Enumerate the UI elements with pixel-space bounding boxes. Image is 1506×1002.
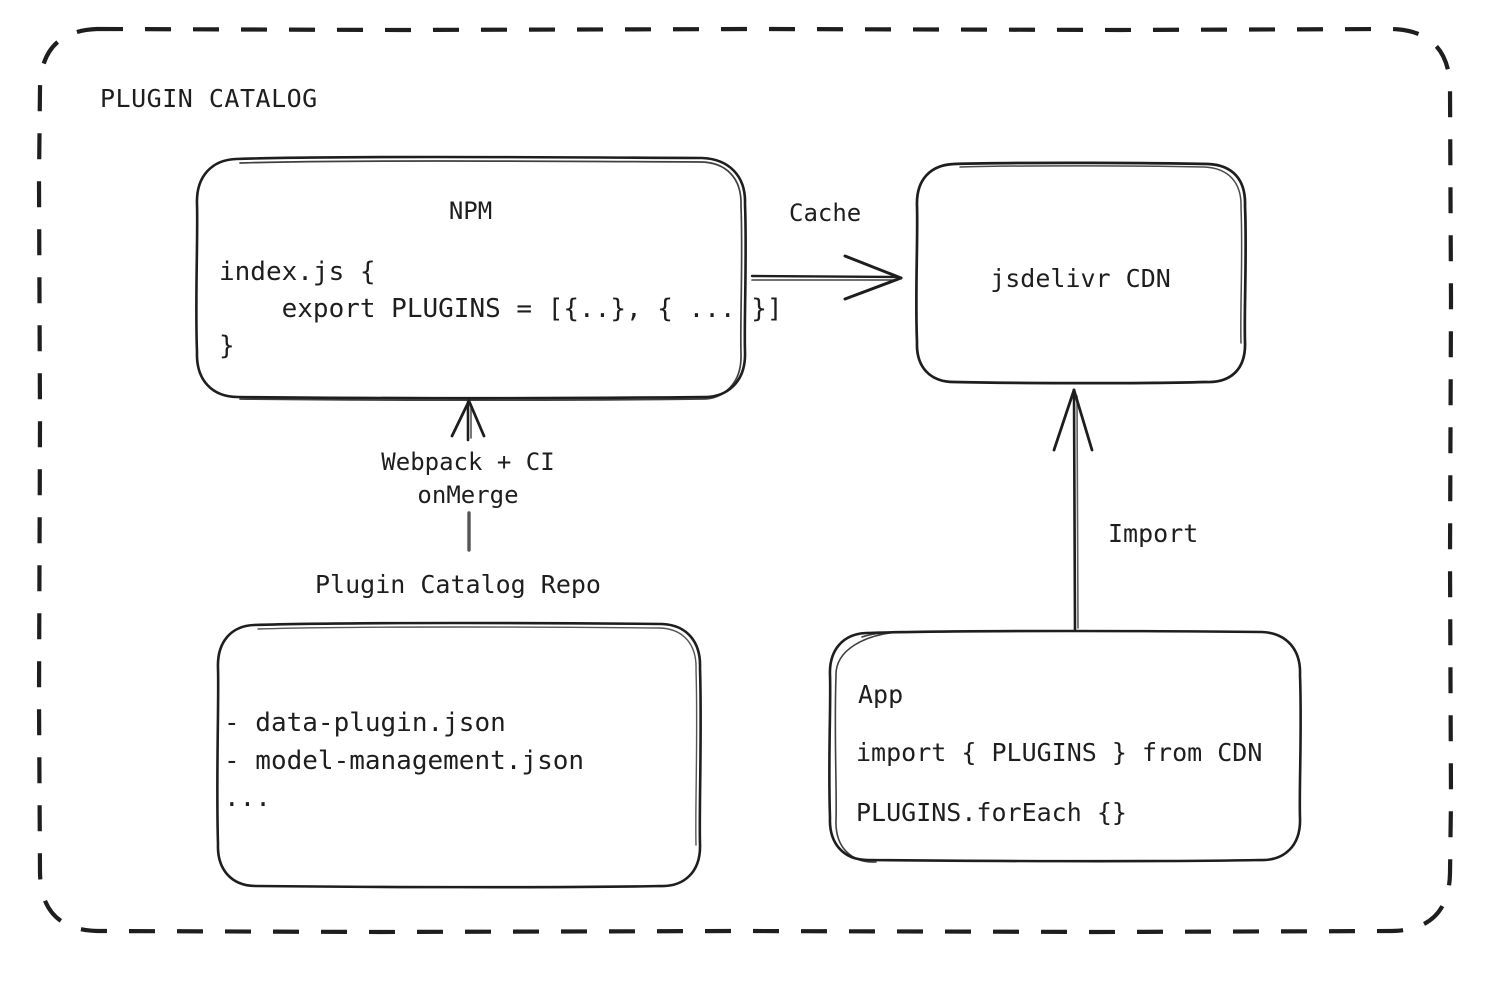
app-node[interactable]	[828, 632, 1300, 860]
edge-label-webpack-onmerge: Webpack + CI onMerge	[381, 448, 555, 509]
npm-node[interactable]	[196, 158, 745, 398]
app-node-foreach-statement: PLUGINS.forEach {}	[856, 798, 1127, 827]
npm-node-title: NPM	[448, 197, 493, 225]
app-node-import-statement: import { PLUGINS } from CDN	[856, 738, 1263, 767]
edge-label-cache: Cache	[789, 199, 862, 227]
cdn-node-title: jsdelivr CDN	[990, 264, 1171, 293]
edge-app-to-cdn	[1052, 388, 1094, 632]
npm-node-code: index.js { export PLUGINS = [{..}, { ...…	[219, 257, 783, 361]
cdn-node[interactable]	[916, 163, 1245, 383]
app-node-title: App	[858, 680, 904, 709]
repo-node-caption: Plugin Catalog Repo	[315, 570, 601, 599]
edge-label-import: Import	[1108, 519, 1199, 548]
group-title: PLUGIN CATALOG	[100, 84, 318, 113]
repo-node[interactable]	[216, 624, 700, 886]
repo-node-file-list: - data-plugin.json - model-management.js…	[224, 708, 585, 814]
